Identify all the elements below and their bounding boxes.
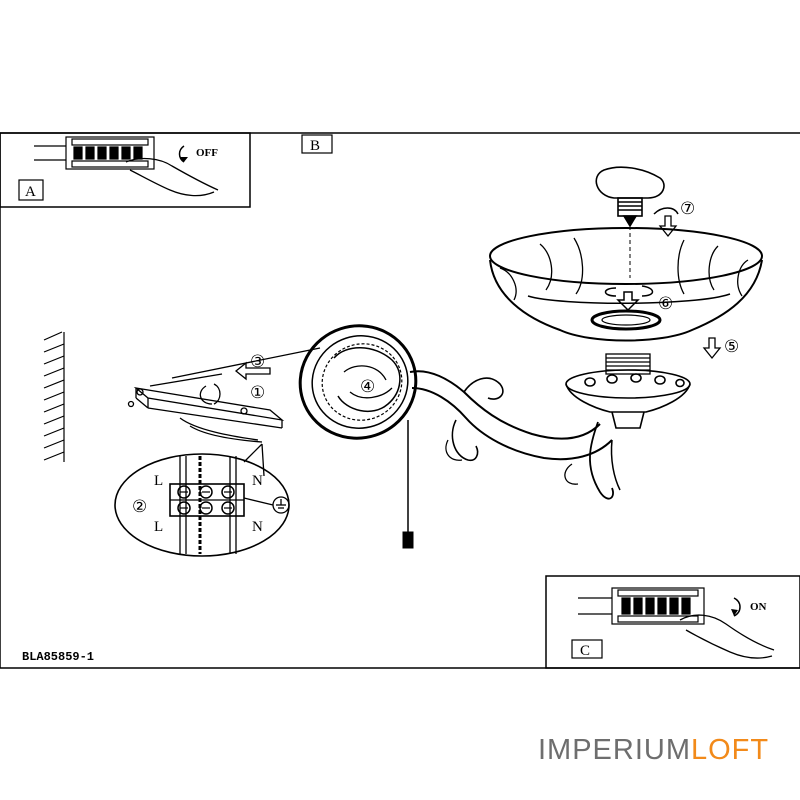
rotate-arrow-icon bbox=[653, 207, 679, 215]
model-code: BLA85859-1 bbox=[22, 650, 94, 664]
step-number-7: ⑦ bbox=[680, 199, 695, 219]
light-bulb bbox=[595, 166, 665, 278]
watermark-part2: LOFT bbox=[691, 734, 770, 766]
terminal-label-n-top: N bbox=[252, 473, 263, 489]
lamp-arm bbox=[409, 370, 621, 500]
rotate-arrow-icon bbox=[178, 145, 185, 163]
step-number-5: ⑤ bbox=[724, 337, 739, 357]
panel-b-label: B bbox=[310, 138, 320, 154]
down-arrow-icon bbox=[702, 337, 722, 360]
step-number-2: ② bbox=[132, 497, 147, 517]
rotate-arrow-icon bbox=[733, 597, 741, 617]
mounting-bracket bbox=[127, 347, 321, 443]
step-number-3: ③ bbox=[250, 352, 265, 372]
shade-holder-cup bbox=[565, 369, 691, 429]
breaker-box-off bbox=[34, 136, 155, 170]
ground-icon bbox=[243, 496, 290, 514]
breaker-box-on bbox=[578, 587, 705, 625]
terminal-label-l-top: L bbox=[154, 473, 163, 489]
panel-a: A OFF bbox=[0, 132, 251, 208]
panel-c-label-box bbox=[571, 639, 603, 659]
down-arrow-icon bbox=[658, 215, 678, 238]
wall-hatching bbox=[43, 331, 65, 462]
terminal-label-l-bottom: L bbox=[154, 519, 163, 535]
step-number-4: ④ bbox=[360, 377, 375, 397]
watermark-logo: IMPERIUMLOFT bbox=[538, 734, 769, 767]
panel-c: C ON bbox=[545, 575, 800, 669]
hand-icon bbox=[125, 157, 219, 197]
panel-a-label: A bbox=[25, 184, 36, 200]
switch-on-text: ON bbox=[750, 601, 767, 613]
terminal-label-n-bottom: N bbox=[252, 519, 263, 535]
switch-off-text: OFF bbox=[196, 147, 218, 159]
panel-c-label: C bbox=[580, 643, 590, 659]
panel-b-label-box bbox=[301, 134, 333, 154]
rotate-arrow-icon bbox=[604, 285, 654, 312]
wall-canopy bbox=[298, 324, 418, 440]
pull-chain bbox=[402, 420, 414, 549]
threaded-nipple bbox=[605, 353, 651, 375]
watermark-part1: IMPERIUM bbox=[538, 734, 691, 766]
step-number-6: ⑥ bbox=[658, 294, 673, 314]
left-arrow-icon bbox=[234, 361, 271, 381]
panel-a-label-box bbox=[18, 179, 44, 201]
hand-icon bbox=[679, 614, 775, 659]
step-number-1: ① bbox=[250, 383, 265, 403]
glass-shade bbox=[489, 227, 763, 342]
